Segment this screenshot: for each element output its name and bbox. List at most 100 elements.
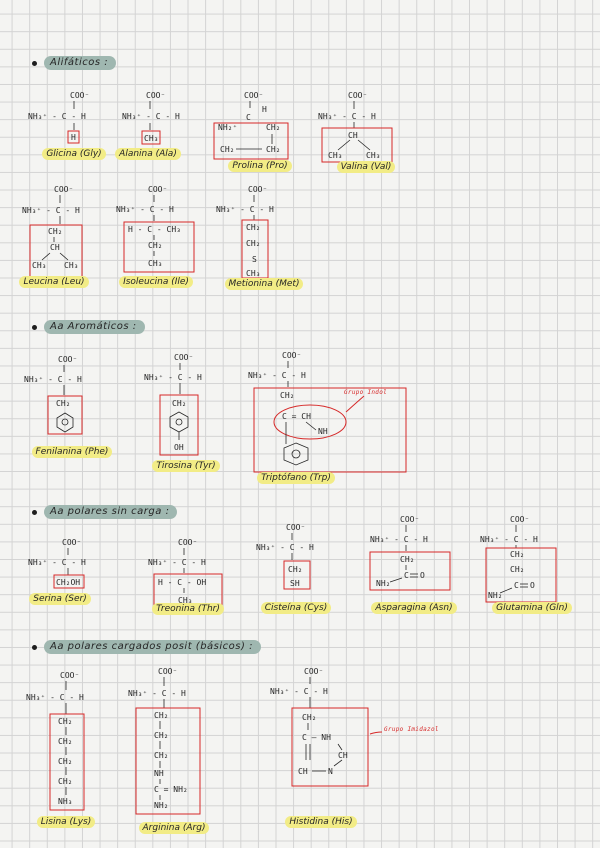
svg-text:S: S xyxy=(252,255,257,264)
svg-text:COO⁻: COO⁻ xyxy=(54,185,73,194)
aa-asparagine: COO⁻ NH₃⁺ - C - H CH₂ C NH₂ O Asparagina… xyxy=(362,512,466,614)
aa-name: Valina (Val) xyxy=(314,161,418,173)
svg-text:COO⁻: COO⁻ xyxy=(148,185,167,194)
svg-text:NH₃⁺ - C - H: NH₃⁺ - C - H xyxy=(148,558,206,567)
svg-text:CH₂: CH₂ xyxy=(58,777,72,786)
r-group-box xyxy=(135,707,201,815)
r-group-atom: H xyxy=(71,133,76,142)
aa-arginine: COO⁻ NH₃⁺ - C - H CH₂ CH₂ CH₂ NH C = NH₂… xyxy=(122,664,226,834)
svg-text:CH₂: CH₂ xyxy=(58,737,72,746)
svg-text:CH₂: CH₂ xyxy=(154,751,168,760)
svg-text:NH₂: NH₂ xyxy=(154,801,168,810)
r-group-box xyxy=(67,130,80,144)
svg-text:CH: CH xyxy=(348,131,358,140)
svg-text:CH₂: CH₂ xyxy=(246,239,260,248)
svg-text:NH₃⁺ - C - H: NH₃⁺ - C - H xyxy=(480,535,538,544)
svg-text:NH₃⁺ - C - H: NH₃⁺ - C - H xyxy=(318,112,376,121)
svg-text:NH₃⁺ - C - H: NH₃⁺ - C - H xyxy=(116,205,174,214)
aa-name: Prolina (Pro) xyxy=(208,160,312,172)
r-group-box xyxy=(213,122,289,160)
svg-text:CH₂: CH₂ xyxy=(58,717,72,726)
svg-text:NH₃⁺ - C - H: NH₃⁺ - C - H xyxy=(256,543,314,552)
svg-text:COO⁻: COO⁻ xyxy=(510,515,529,524)
svg-text:COO⁻: COO⁻ xyxy=(146,91,165,100)
svg-text:CH₂: CH₂ xyxy=(510,550,524,559)
svg-text:N: N xyxy=(328,767,333,776)
svg-text:C: C xyxy=(246,113,251,122)
svg-text:CH₂: CH₂ xyxy=(48,227,62,236)
svg-text:CH₂: CH₂ xyxy=(288,565,302,574)
svg-text:CH₂: CH₂ xyxy=(400,555,414,564)
svg-text:COO⁻: COO⁻ xyxy=(400,515,419,524)
aa-name: Alanina (Ala) xyxy=(96,148,200,160)
aa-name: Glicina (Gly) xyxy=(22,148,126,160)
aa-tryptophan: COO⁻ NH₃⁺ - C - H CH₂ C = CH NH Grupo In… xyxy=(246,348,416,484)
aa-phenylalanine: COO⁻ NH₃⁺ - C - H CH₂ Fenilanina (Phe) xyxy=(22,352,126,458)
svg-text:COO⁻: COO⁻ xyxy=(248,185,267,194)
bullet-icon xyxy=(32,644,37,650)
svg-text:NH₂: NH₂ xyxy=(488,591,502,600)
svg-text:CH: CH xyxy=(298,767,308,776)
aa-proline: COO⁻ H NH₂⁺ C CH₂ CH₂ CH₂ Prolina (Pro) xyxy=(212,88,316,184)
svg-text:C = CH: C = CH xyxy=(282,412,311,421)
svg-text:C = NH₂: C = NH₂ xyxy=(154,785,188,794)
svg-text:COO⁻: COO⁻ xyxy=(282,351,301,360)
aa-name: Fenilanina (Phe) xyxy=(20,446,124,458)
section-title-aliphatic: Alifáticos : xyxy=(32,56,117,70)
r-group-box xyxy=(283,560,311,590)
svg-text:CH₂: CH₂ xyxy=(56,399,70,408)
aa-name: Asparagina (Asn) xyxy=(362,602,466,614)
aa-glutamine: COO⁻ NH₃⁺ - C - H CH₂ CH₂ C NH₂ O Glutam… xyxy=(474,512,578,614)
svg-text:C — NH: C — NH xyxy=(302,733,331,742)
aa-name: Cisteína (Cys) xyxy=(244,602,348,614)
svg-text:NH₃: NH₃ xyxy=(58,797,72,806)
aa-name: Tirosina (Tyr) xyxy=(134,460,238,472)
section-title-polar-positive: Aa polares cargados posit (básicos) : xyxy=(32,640,261,654)
svg-text:COO⁻: COO⁻ xyxy=(60,671,79,680)
svg-text:CH₃: CH₃ xyxy=(64,261,78,270)
svg-text:CH₂: CH₂ xyxy=(148,241,162,250)
benzene-ring-icon xyxy=(56,412,74,433)
svg-text:CH₃: CH₃ xyxy=(328,151,342,160)
svg-text:CH₂: CH₂ xyxy=(302,713,316,722)
aa-serine: COO⁻ NH₃⁺ - C - H CH₂OH Serina (Ser) xyxy=(24,535,128,631)
r-group-box xyxy=(47,395,83,435)
svg-text:CH₃: CH₃ xyxy=(246,269,260,278)
r-group-box xyxy=(253,387,407,473)
svg-text:COO⁻: COO⁻ xyxy=(62,538,81,547)
svg-text:CH₂: CH₂ xyxy=(220,145,234,154)
svg-text:NH₂⁺: NH₂⁺ xyxy=(218,123,237,132)
svg-text:CH₂: CH₂ xyxy=(154,731,168,740)
svg-text:NH₃⁺ - C - H: NH₃⁺ - C - H xyxy=(28,558,86,567)
svg-text:H - C - CH₃: H - C - CH₃ xyxy=(128,225,181,234)
aa-name: Leucina (Leu) xyxy=(2,276,106,288)
svg-text:CH₃: CH₃ xyxy=(178,596,192,605)
aa-lysine: COO⁻ NH₃⁺ - C - H CH₂ CH₂ CH₂ CH₂ NH₃ Li… xyxy=(22,668,126,828)
svg-text:NH₃⁺ - C - H: NH₃⁺ - C - H xyxy=(26,693,84,702)
benzene-ring-icon xyxy=(283,442,309,466)
aa-name: Treonina (Thr) xyxy=(136,603,240,615)
bullet-icon xyxy=(32,60,37,66)
svg-text:COO⁻: COO⁻ xyxy=(286,523,305,532)
bullet-icon xyxy=(32,324,37,330)
aa-name: Triptófano (Trp) xyxy=(246,472,346,484)
aa-name: Histidina (His) xyxy=(266,816,376,828)
svg-text:CH₂: CH₂ xyxy=(154,711,168,720)
aa-name: Metionina (Met) xyxy=(212,278,316,290)
svg-text:NH₃⁺ - C - H: NH₃⁺ - C - H xyxy=(122,112,180,121)
indole-highlight xyxy=(273,404,347,440)
svg-text:H - C - OH: H - C - OH xyxy=(158,578,206,587)
aa-leucine: COO⁻ NH₃⁺ - C - H CH₂ CH CH₃ CH₃ Leucina… xyxy=(18,182,122,288)
r-group-box xyxy=(141,130,161,145)
svg-text:CH₂: CH₂ xyxy=(280,391,294,400)
svg-text:OH: OH xyxy=(174,443,184,452)
aa-cysteine: COO⁻ NH₃⁺ - C - H CH₂ SH Cisteína (Cys) xyxy=(250,520,354,616)
svg-text:CH: CH xyxy=(338,751,348,760)
svg-text:C: C xyxy=(404,571,409,580)
svg-text:C: C xyxy=(514,581,519,590)
svg-text:CH₂: CH₂ xyxy=(510,565,524,574)
svg-text:CH₃: CH₃ xyxy=(366,151,380,160)
aa-methionine: COO⁻ NH₃⁺ - C - H CH₂ CH₂ S CH₃ Metionin… xyxy=(212,182,316,290)
svg-text:COO⁻: COO⁻ xyxy=(304,667,323,676)
aa-valine: COO⁻ NH₃⁺ - C - H CH CH₃ CH₃ Valina (Val… xyxy=(314,88,418,184)
